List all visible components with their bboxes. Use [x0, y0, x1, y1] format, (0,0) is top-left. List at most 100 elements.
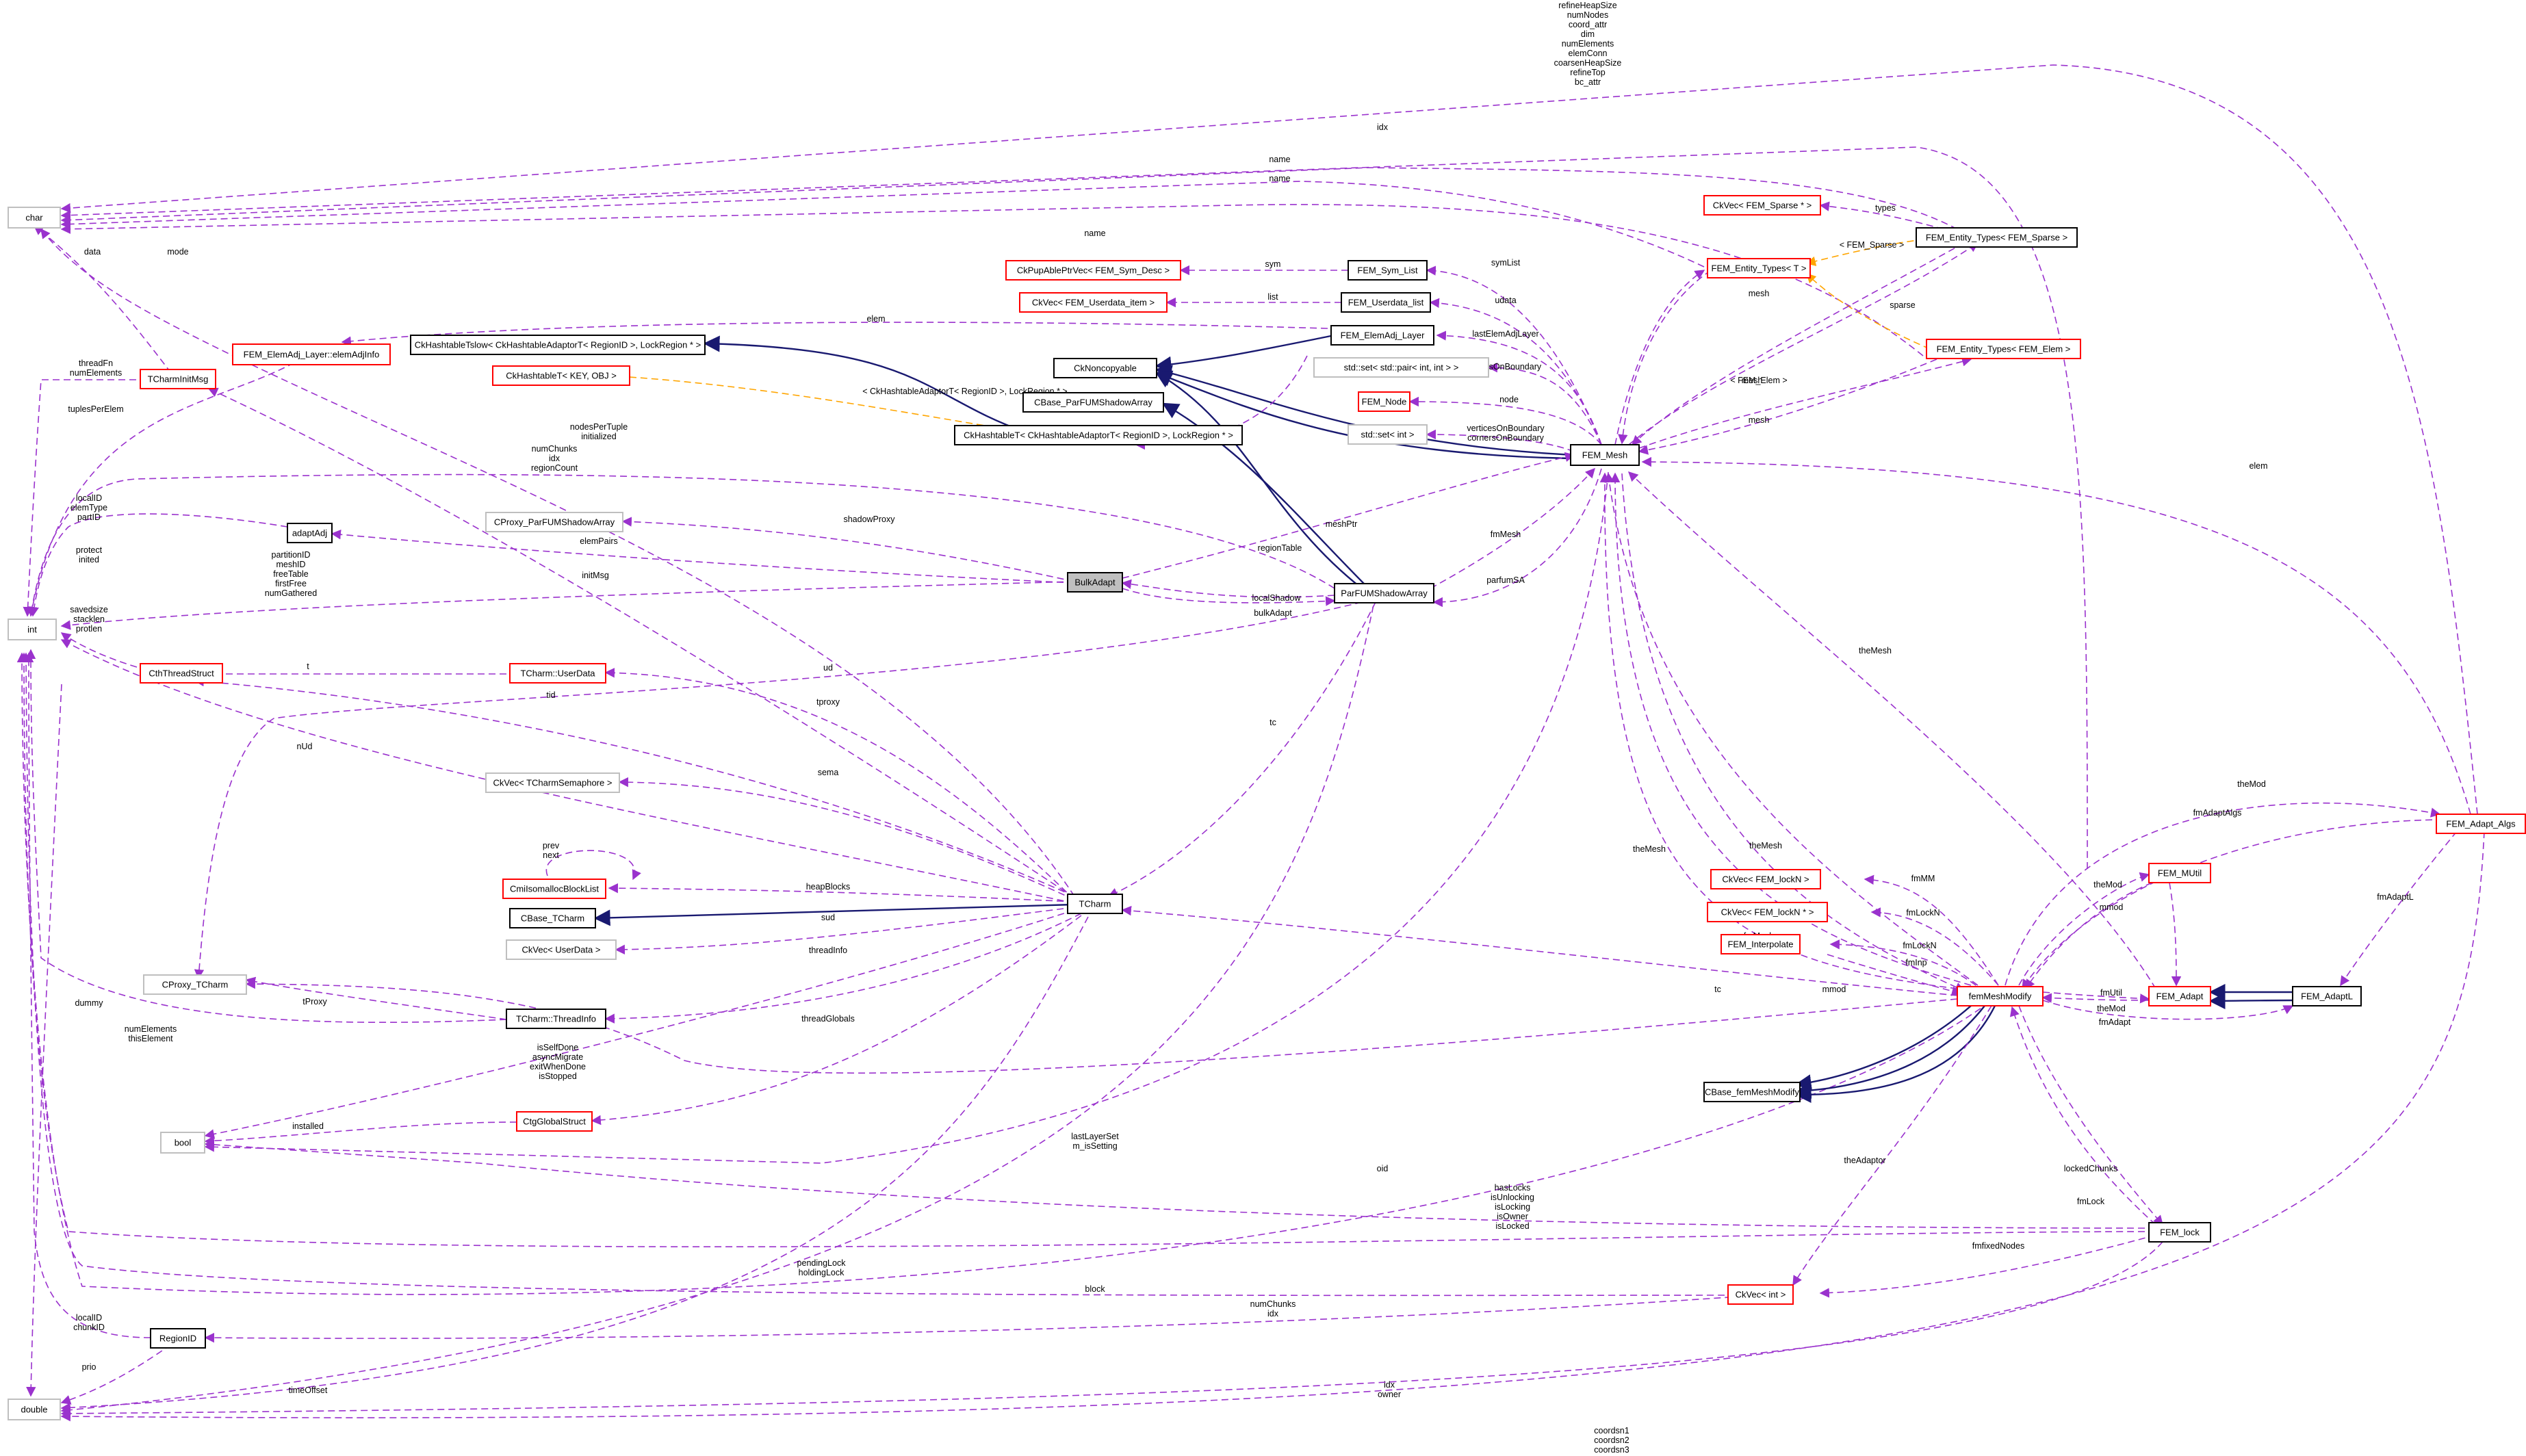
edge-mesh-to-entity-sparse	[1628, 242, 1979, 445]
edge-label-line: symList	[1491, 258, 1521, 268]
class-node-fem-userdata-list[interactable]: FEM_Userdata_list	[1341, 292, 1431, 313]
class-node-ctg-global-struct[interactable]: CtgGlobalStruct	[516, 1111, 593, 1132]
edge-label-line: cornersOnBoundary	[1467, 433, 1545, 443]
edge-label: symList	[1491, 258, 1521, 268]
class-node-fem-adapt[interactable]: FEM_Adapt	[2148, 986, 2211, 1006]
edge-label-line: fmUtil	[2100, 988, 2122, 998]
class-node-cth-thread-struct[interactable]: CthThreadStruct	[140, 663, 223, 684]
class-node-fem-elem-adj-layer[interactable]: FEM_ElemAdj_Layer	[1330, 325, 1434, 346]
class-node-ck-hashtable-tslow[interactable]: CkHashtableTslow< CkHashtableAdaptorT< R…	[410, 335, 706, 355]
class-node-fem-entity-types-elem[interactable]: FEM_Entity_Types< FEM_Elem >	[1926, 339, 2081, 359]
edge-parfum-to-cproxy-tcharm	[194, 601, 1363, 980]
edge-label-line: protlen	[76, 624, 102, 634]
class-node-tcharm[interactable]: TCharm	[1067, 894, 1123, 914]
edge-label: theMod	[2097, 1004, 2126, 1013]
edge-label-line: chunkID	[73, 1323, 105, 1332]
class-node-ckvec-fem-lockn[interactable]: CkVec< FEM_lockN >	[1710, 869, 1821, 889]
edge-label: threadGlobals	[801, 1014, 855, 1024]
class-node-label: TCharm	[1079, 898, 1111, 909]
edge-mesh-modify-to-mesh-a	[1604, 472, 1979, 986]
class-node-fem-node[interactable]: FEM_Node	[1358, 391, 1410, 412]
class-node-std-set-pair[interactable]: std::set< std::pair< int, int > >	[1313, 357, 1489, 378]
class-node-fem-entity-types-sparse[interactable]: FEM_Entity_Types< FEM_Sparse >	[1916, 227, 2078, 248]
class-node-fem-entity-types-t[interactable]: FEM_Entity_Types< T >	[1707, 258, 1811, 278]
class-node-fem-adaptl[interactable]: FEM_AdaptL	[2292, 986, 2362, 1006]
class-node-parfum-shadow-array[interactable]: ParFUMShadowArray	[1334, 583, 1434, 603]
class-node-bool[interactable]: bool	[160, 1132, 205, 1154]
class-node-tcharm-userdata[interactable]: TCharm::UserData	[509, 663, 606, 684]
edge-label-line: regionCount	[531, 463, 578, 473]
class-node-fem-lock[interactable]: FEM_lock	[2148, 1222, 2211, 1243]
class-node-ckvec-int[interactable]: CkVec< int >	[1727, 1284, 1794, 1305]
edge-label: theMod	[2093, 880, 2122, 889]
class-node-fem-sym-list[interactable]: FEM_Sym_List	[1348, 260, 1428, 281]
class-node-label: FEM_Entity_Types< T >	[1712, 263, 1807, 273]
edge-label: mesh	[1742, 376, 1763, 385]
edge-label-line: name	[1269, 155, 1290, 164]
class-node-ckpup-able-ptr-vec[interactable]: CkPupAblePtrVec< FEM_Sym_Desc >	[1005, 260, 1181, 281]
edge-label-line: mode	[167, 247, 188, 257]
class-node-fem-elem-adj-layer-info[interactable]: FEM_ElemAdj_Layer::elemAdjInfo	[232, 343, 391, 365]
edge-label-line: lastElemAdjLayer	[1472, 329, 1538, 339]
class-node-ck-noncopyable[interactable]: CkNoncopyable	[1053, 358, 1157, 378]
class-node-ckvec-userdata-item[interactable]: CkVec< FEM_Userdata_item >	[1019, 292, 1168, 313]
class-node-cbase-tcharm[interactable]: CBase_TCharm	[509, 908, 596, 928]
class-node-label: CthThreadStruct	[149, 668, 214, 678]
class-node-ck-hashtable-t[interactable]: CkHashtableT< KEY, OBJ >	[492, 365, 630, 386]
class-node-region-id[interactable]: RegionID	[150, 1328, 206, 1349]
class-node-fem-mesh-modify[interactable]: femMeshModify	[1957, 986, 2044, 1006]
class-node-box	[1710, 869, 1821, 889]
class-node-fem-mutil[interactable]: FEM_MUtil	[2148, 863, 2211, 883]
class-node-fem-interpolate[interactable]: FEM_Interpolate	[1720, 934, 1801, 954]
class-node-box	[502, 879, 606, 899]
class-node-label: int	[27, 624, 37, 634]
edge-label: sema	[818, 768, 839, 777]
class-node-adapt-adj[interactable]: adaptAdj	[287, 523, 333, 543]
edge-label: sud	[821, 913, 835, 922]
class-node-label: CkHashtableTslow< CkHashtableAdaptorT< R…	[415, 339, 701, 350]
class-node-ckvec-tcharm-semaphore[interactable]: CkVec< TCharmSemaphore >	[485, 772, 620, 793]
class-node-ckvec-userdata[interactable]: CkVec< UserData >	[506, 939, 617, 960]
edge-elemadjinfo-to-int	[27, 362, 295, 617]
edge-label-line: thisElement	[128, 1034, 173, 1043]
class-node-cbase-fem-mesh-modify[interactable]: CBase_femMeshModify	[1703, 1082, 1801, 1102]
class-node-cproxy-parfum[interactable]: CProxy_ParFUMShadowArray	[485, 512, 623, 532]
edge-label-line: theMesh	[1859, 646, 1892, 655]
class-node-char[interactable]: char	[8, 207, 61, 229]
edge-label-line: partitionID	[272, 550, 311, 560]
edge-mesh-to-symlist	[1426, 265, 1602, 445]
edge-label-line: fmLockN	[1903, 941, 1936, 950]
class-node-cbase-parfum[interactable]: CBase_ParFUMShadowArray	[1022, 392, 1164, 413]
edge-label-line: initMsg	[582, 571, 609, 580]
class-node-label: FEM_Node	[1362, 396, 1407, 406]
edge-mesh-to-femnode	[1408, 396, 1602, 445]
edge-label-line: numElements	[125, 1024, 177, 1034]
class-node-label: CkHashtableT< KEY, OBJ >	[506, 370, 617, 380]
class-node-fem-mesh[interactable]: FEM_Mesh	[1570, 444, 1640, 466]
class-node-ck-hashtable-t-region[interactable]: CkHashtableT< CkHashtableAdaptorT< Regio…	[954, 425, 1243, 445]
edge-label-line: mmod	[2100, 902, 2124, 912]
edge-label: fmfixedNodes	[1972, 1241, 2024, 1251]
class-node-ckvec-fem-lockn-ptr[interactable]: CkVec< FEM_lockN * >	[1707, 902, 1828, 922]
class-node-tcharm-threadinfo[interactable]: TCharm::ThreadInfo	[506, 1009, 606, 1029]
edge-bulkadapt-to-parfum	[1122, 588, 1336, 606]
edge-label-line: verticesOnBoundary	[1467, 424, 1545, 433]
class-node-cmi-isomalloc-blocklist[interactable]: CmiIsomallocBlockList	[502, 879, 606, 899]
class-node-std-set-int[interactable]: std::set< int >	[1348, 424, 1428, 445]
class-node-double[interactable]: double	[8, 1399, 61, 1420]
class-node-tcharm-init-msg[interactable]: TCharmInitMsg	[140, 369, 216, 389]
edge-label-line: mmod	[1822, 985, 1846, 994]
edge-label: nUd	[297, 742, 313, 751]
edge-label: prio	[82, 1362, 96, 1372]
class-node-int[interactable]: int	[8, 619, 57, 640]
class-node-bulk-adapt[interactable]: BulkAdapt	[1067, 572, 1123, 593]
class-node-ckvec-fem-sparse[interactable]: CkVec< FEM_Sparse * >	[1703, 195, 1821, 216]
class-node-cproxy-tcharm[interactable]: CProxy_TCharm	[143, 974, 247, 995]
class-node-fem-adapt-algs[interactable]: FEM_Adapt_Algs	[2436, 814, 2526, 834]
edge-label-line: block	[1085, 1284, 1105, 1294]
edge-label: installed	[292, 1121, 324, 1131]
edge-fem-lock-to-ckvec-int	[1819, 1234, 2156, 1298]
